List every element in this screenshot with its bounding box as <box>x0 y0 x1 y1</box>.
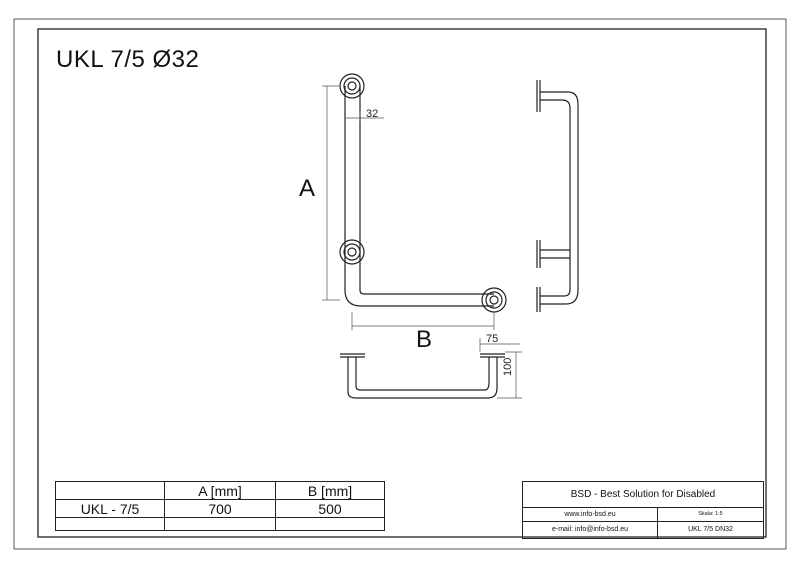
company-name: BSD - Best Solution for Disabled <box>523 482 763 508</box>
dimension-lines <box>322 85 495 330</box>
table-cell <box>275 517 385 531</box>
model-text: UKL 7/5 DN32 <box>688 526 733 533</box>
front-view <box>339 73 507 313</box>
offset-100-label: 100 <box>502 357 514 376</box>
table-cell <box>55 517 165 531</box>
inner-frame <box>37 28 767 538</box>
table-cell: 700 <box>164 499 276 518</box>
table-header-cell: A [mm] <box>164 481 276 500</box>
table-row <box>55 517 385 531</box>
dimension-a-label: A <box>299 175 316 202</box>
table-header-cell <box>55 481 165 500</box>
top-view <box>340 353 505 399</box>
scale-text: Skala: 1:5 <box>698 511 723 517</box>
dimensions-table: A [mm] B [mm] UKL - 7/5 700 500 <box>55 481 385 531</box>
tube-diameter-label: 32 <box>366 108 379 120</box>
outer-frame <box>13 18 787 550</box>
table-header-cell: B [mm] <box>275 481 385 500</box>
table-header-row: A [mm] B [mm] <box>55 481 385 500</box>
email-text: e-mail: info@info-bsd.eu <box>523 522 658 538</box>
table-cell <box>164 517 276 531</box>
title-block-row: www.info-bsd.eu Skala: 1:5 <box>523 508 763 522</box>
website-text: www.info-bsd.eu <box>523 508 658 521</box>
dimension-b-label: B <box>416 326 433 353</box>
table-cell: UKL - 7/5 <box>55 499 165 518</box>
title-block-row: e-mail: info@info-bsd.eu UKL 7/5 DN32 <box>523 522 763 538</box>
title-block: BSD - Best Solution for Disabled www.inf… <box>522 481 764 539</box>
offset-75-label: 75 <box>486 333 499 345</box>
side-view <box>536 80 579 312</box>
table-cell: 500 <box>275 499 385 518</box>
top-view-dimensions <box>479 338 522 399</box>
table-row: UKL - 7/5 700 500 <box>55 499 385 518</box>
drawing-title: UKL 7/5 Ø32 <box>56 46 200 73</box>
